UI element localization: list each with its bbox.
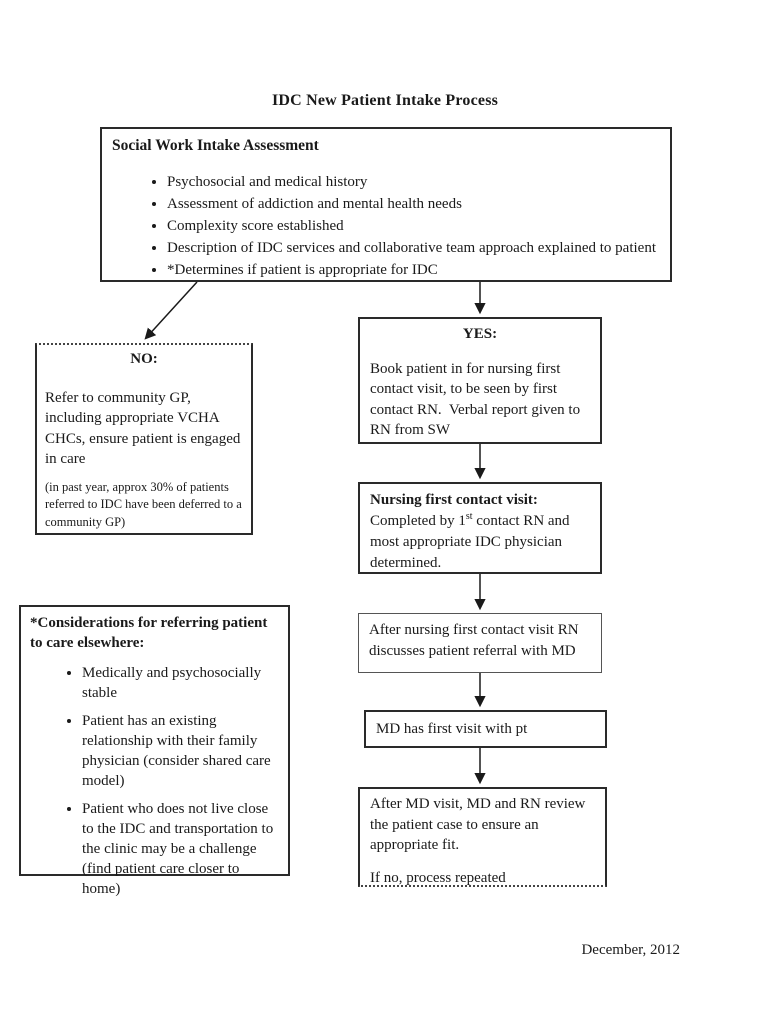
bullet-item: Psychosocial and medical history (167, 171, 660, 193)
bullet-item: Description of IDC services and collabor… (167, 237, 660, 259)
nursing-body-pre: Completed by 1 (370, 513, 466, 529)
nursing-heading: Nursing first contact visit: (370, 492, 538, 508)
bullet-item: *Determines if patient is appropriate fo… (167, 259, 660, 281)
after-md-body-text: After MD visit, MD and RN review the pat… (370, 796, 586, 853)
no-heading: NO: (130, 351, 158, 367)
considerations-bullet-list: Medically and psychosocially stable Pati… (30, 663, 279, 899)
considerations-heading: *Considerations for referring patient to… (30, 615, 268, 651)
yes-heading: YES: (462, 326, 498, 342)
considerations-box: *Considerations for referring patient to… (19, 605, 290, 897)
bullet-item: Complexity score established (167, 215, 660, 237)
after-nursing-body-text: After nursing first contact visit RN dis… (369, 622, 579, 659)
bullet-item: Patient has an existing relationship wit… (82, 711, 279, 791)
no-branch-box: NO: Refer to community GP, including app… (35, 343, 253, 535)
social-work-bullet-list: Psychosocial and medical history Assessm… (112, 171, 660, 281)
page-title: IDC New Patient Intake Process (271, 92, 499, 109)
after-nursing-discussion-box: After nursing first contact visit RN dis… (358, 613, 602, 673)
md-visit-body-text: MD has first visit with pt (376, 721, 528, 737)
nursing-body-post: contact RN and most appropriate IDC phys… (370, 513, 570, 571)
yes-body-text: Book patient in for nursing first contac… (370, 360, 581, 439)
bullet-item: Medically and psychosocially stable (82, 663, 279, 703)
arrow-to-no-box (144, 281, 198, 340)
no-note-text: (in past year, approx 30% of patients re… (45, 479, 242, 529)
after-md-review-box: After MD visit, MD and RN review the pat… (358, 787, 607, 887)
nursing-body-text: Completed by 1st contact RN and most app… (370, 511, 590, 574)
social-work-assessment-box: Social Work Intake Assessment Psychosoci… (100, 127, 672, 282)
bullet-item: Patient who does not live close to the I… (82, 799, 279, 899)
ordinal-superscript: st (465, 511, 473, 522)
yes-branch-box: YES: Book patient in for nursing first c… (358, 317, 602, 444)
no-body-text: Refer to community GP, including appropr… (45, 389, 241, 468)
md-first-visit-box: MD has first visit with pt (364, 710, 607, 748)
footer-date: December, 2012 (581, 942, 680, 958)
bullet-item: Assessment of addiction and mental healt… (167, 193, 660, 215)
social-work-heading: Social Work Intake Assessment (112, 137, 319, 154)
nursing-first-contact-box: Nursing first contact visit: Completed b… (358, 482, 602, 574)
after-md-repeat-text: If no, process repeated (370, 869, 506, 886)
